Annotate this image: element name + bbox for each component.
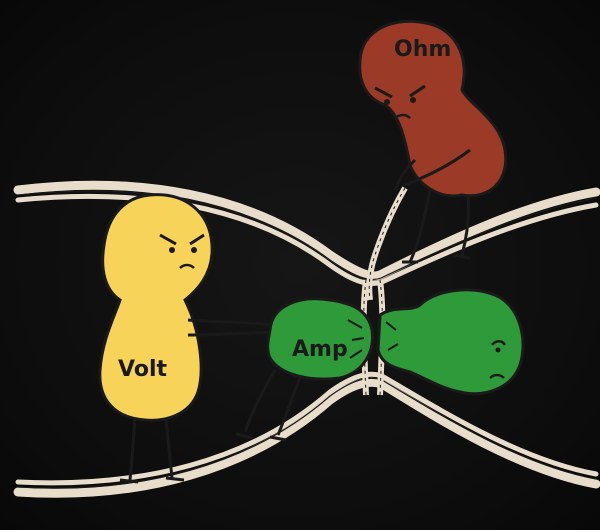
volt-label: Volt [118,357,167,382]
volt-eyebrow-left [159,233,177,246]
wire-bottom-inner [15,371,599,486]
amp-body-front [376,288,525,396]
volt-mouth [179,263,195,269]
volt-body [98,193,214,422]
amp-mouth [489,373,505,379]
amp-legs [243,369,302,436]
ohm-eye-left [384,99,390,105]
volt-eye-right [191,247,197,253]
ohm-label: Ohm [394,37,451,62]
volt-character: Volt [98,193,276,484]
amp-body-rear [266,297,375,381]
amp-label: Amp [292,337,348,362]
volt-eyebrow-right [189,233,205,246]
ohm-legs [408,189,470,263]
volt-arm [187,318,276,337]
wire-top-outer [13,180,600,281]
ohm-eyebrow-left [374,86,393,99]
amp-strain-marks [347,319,399,359]
amp-eye [491,340,507,346]
amp-pupil [495,347,501,353]
wire-bottom-outer [13,377,600,498]
ohm-eye-right [410,97,416,103]
ohm-arm [394,148,471,191]
amp-character: Amp [235,288,525,442]
ohm-character: Ohm [358,19,508,264]
ohm-mouth [394,113,411,120]
volt-eye-left [169,247,175,253]
ohm-eyebrow-right [409,84,426,98]
